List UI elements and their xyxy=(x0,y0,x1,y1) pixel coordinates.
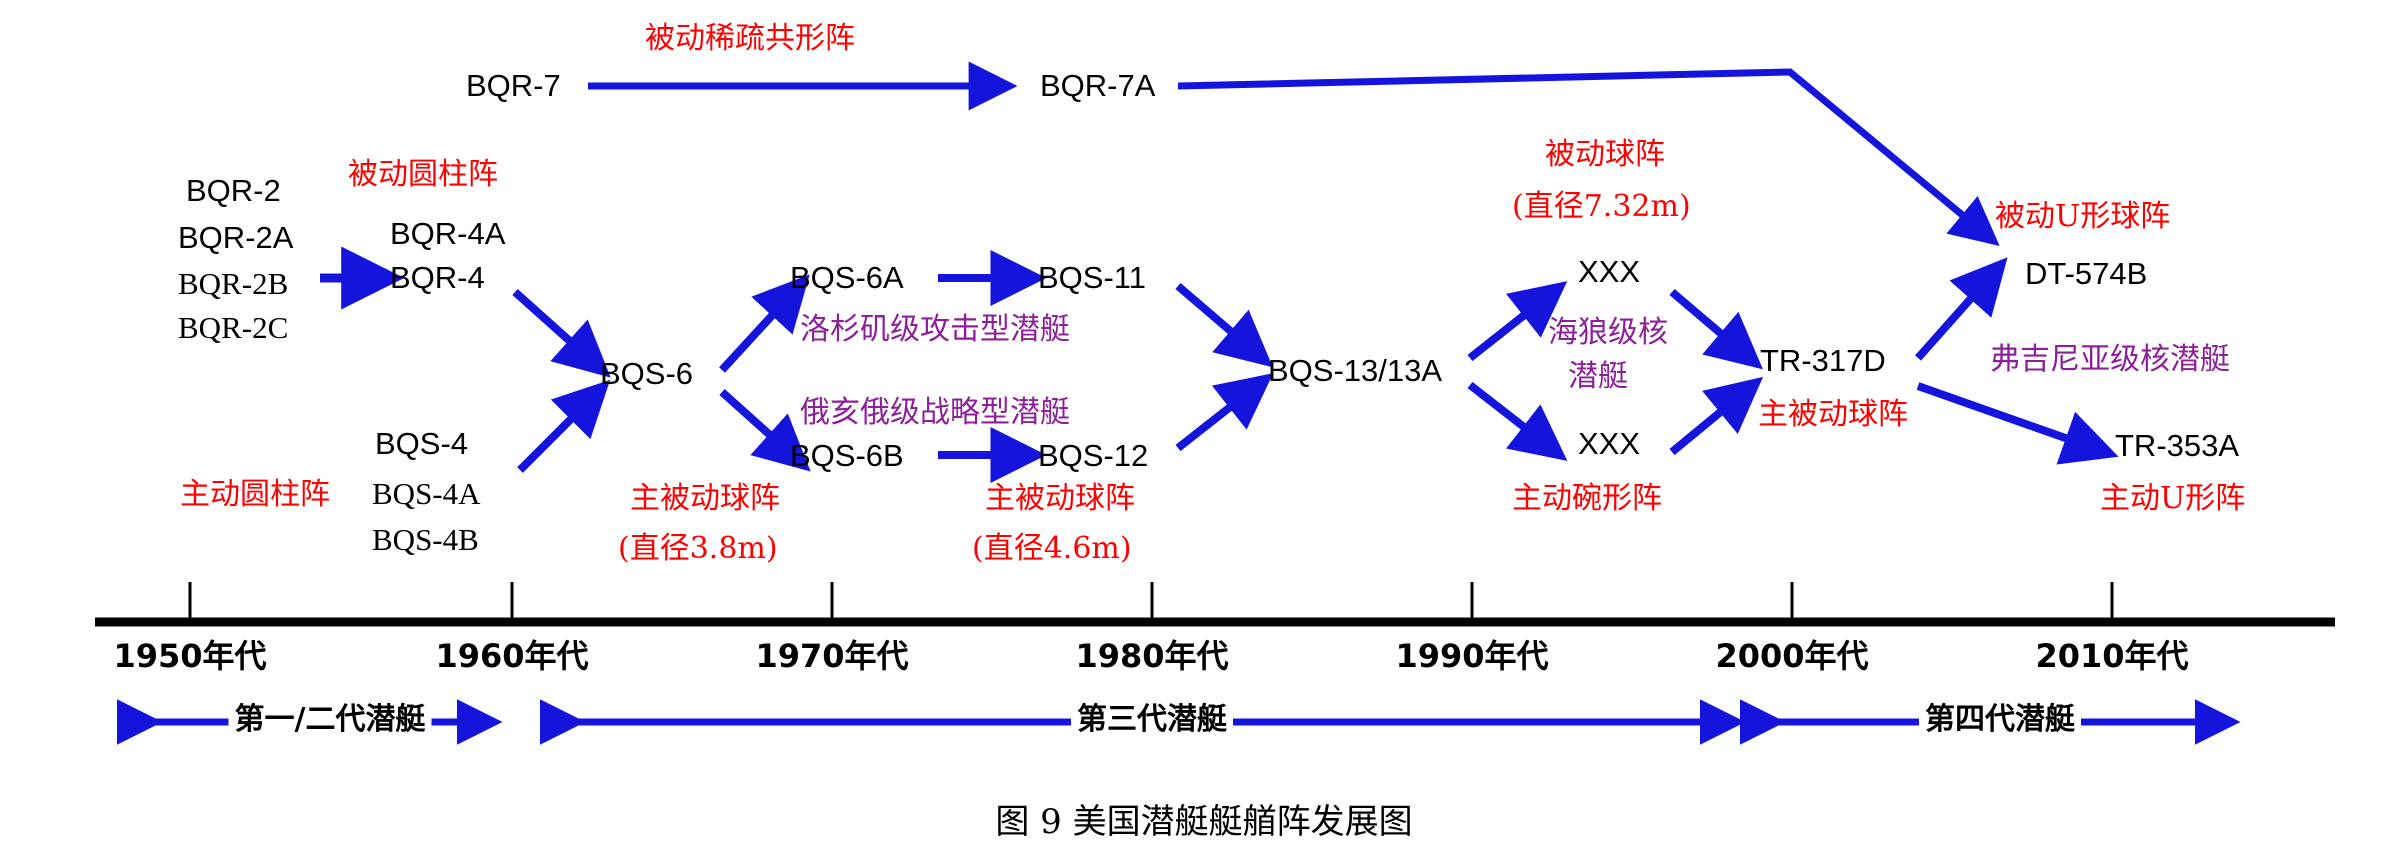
node-bqs6b: BQS-6B xyxy=(790,438,904,473)
edge-bqs13-xxxbot xyxy=(1467,381,1568,461)
decade-label-1980: 1980年代 xyxy=(1075,637,1229,675)
annotation-passive-sphere: 被动球阵 xyxy=(1545,137,1665,172)
node-bqr2c: BQR-2C xyxy=(178,310,289,345)
edge-bqs12-bqs13 xyxy=(1175,373,1274,452)
node-xxx-top: XXX xyxy=(1578,254,1641,289)
decade-label-2010: 2010年代 xyxy=(2035,637,2189,675)
annotation-virginia-class: 弗吉尼亚级核潜艇 xyxy=(1990,342,2230,377)
node-bqs11: BQS-11 xyxy=(1038,260,1146,295)
node-tr317d: TR-317D xyxy=(1760,343,1886,378)
annotation-act-pas-sphere-46: 主被动球阵 xyxy=(985,481,1135,516)
edge-tr317d-dt574b xyxy=(1915,257,2008,361)
annotation-act-pas-sphere-right: 主被动球阵 xyxy=(1758,397,1908,432)
edge-bqs11-bqs13 xyxy=(1175,282,1273,368)
decade-label-1990: 1990年代 xyxy=(1395,637,1549,675)
annotation-active-bowl: 主动碗形阵 xyxy=(1512,481,1662,516)
decade-label-1970: 1970年代 xyxy=(755,637,909,675)
edge-xxxbot-tr317d xyxy=(1669,376,1764,456)
node-bqs6: BQS-6 xyxy=(600,356,694,391)
edge-bqs13-xxxtop xyxy=(1467,281,1568,362)
node-bqs12: BQS-12 xyxy=(1038,438,1149,473)
annotation-passive-u-sphere: 被动U形球阵 xyxy=(1995,199,2171,234)
annotation-active-cylindrical: 主动圆柱阵 xyxy=(180,477,330,512)
node-tr353a: TR-353A xyxy=(2115,428,2240,463)
edge-bqs6-bqs6b xyxy=(719,389,811,472)
node-bqr7: BQR-7 xyxy=(466,68,561,103)
edge-bqr4-bqs6 xyxy=(512,289,611,378)
node-bqs13: BQS-13/13A xyxy=(1268,353,1443,388)
node-bqs4: BQS-4 xyxy=(375,426,469,461)
annotation-los-angeles-class: 洛杉矶级攻击型潜艇 xyxy=(800,312,1070,347)
edge-xxxtop-tr317d xyxy=(1669,288,1763,370)
edge-bqs6-bqs6a xyxy=(719,274,810,373)
node-bqr2: BQR-2 xyxy=(186,173,281,208)
decade-label-1960: 1960年代 xyxy=(435,637,589,675)
node-bqs6a: BQS-6A xyxy=(790,260,904,295)
annotation-act-pas-sphere-38: 主被动球阵 xyxy=(630,481,780,516)
annotation-seawolf-class-line1: 海狼级核 xyxy=(1548,315,1668,350)
node-bqr4a: BQR-4A xyxy=(390,216,506,251)
node-bqr4: BQR-4 xyxy=(390,260,485,295)
annotation-act-pas-sphere-46-dia: (直径4.6m) xyxy=(972,531,1132,566)
edge-tr317d-tr353a xyxy=(1916,382,2119,465)
annotation-passive-cylindrical: 被动圆柱阵 xyxy=(348,157,498,192)
node-bqs4a: BQS-4A xyxy=(372,476,481,511)
annotation-act-pas-sphere-38-dia: (直径3.8m) xyxy=(618,531,778,566)
annotation-ohio-class: 俄亥俄级战略型潜艇 xyxy=(800,395,1070,430)
node-bqr2b: BQR-2B xyxy=(178,266,289,301)
decade-label-1950: 1950年代 xyxy=(113,637,267,675)
node-dt574b: DT-574B xyxy=(2025,256,2148,291)
generation-label-1: 第一/二代潜艇 xyxy=(228,705,432,735)
node-bqs4b: BQS-4B xyxy=(372,522,479,557)
timeline-ticks xyxy=(188,582,2114,622)
node-bqr7a: BQR-7A xyxy=(1040,68,1156,103)
node-bqr2a: BQR-2A xyxy=(178,220,294,255)
figure-caption: 图 9 美国潜艇艇艏阵发展图 xyxy=(995,802,1413,842)
generation-label-3: 第四代潜艇 xyxy=(1919,705,2081,735)
generation-label-2: 第三代潜艇 xyxy=(1071,705,1233,735)
annotation-active-u: 主动U形阵 xyxy=(2100,481,2246,516)
annotation-passive-sparse-conformal: 被动稀疏共形阵 xyxy=(645,21,855,56)
annotation-passive-sphere-dia: (直径7.32m) xyxy=(1512,189,1691,224)
edge-bqs4-bqs6 xyxy=(517,379,611,473)
node-xxx-bottom: XXX xyxy=(1578,426,1641,461)
annotation-seawolf-class-line2: 潜艇 xyxy=(1568,359,1628,394)
decade-label-2000: 2000年代 xyxy=(1715,637,1869,675)
